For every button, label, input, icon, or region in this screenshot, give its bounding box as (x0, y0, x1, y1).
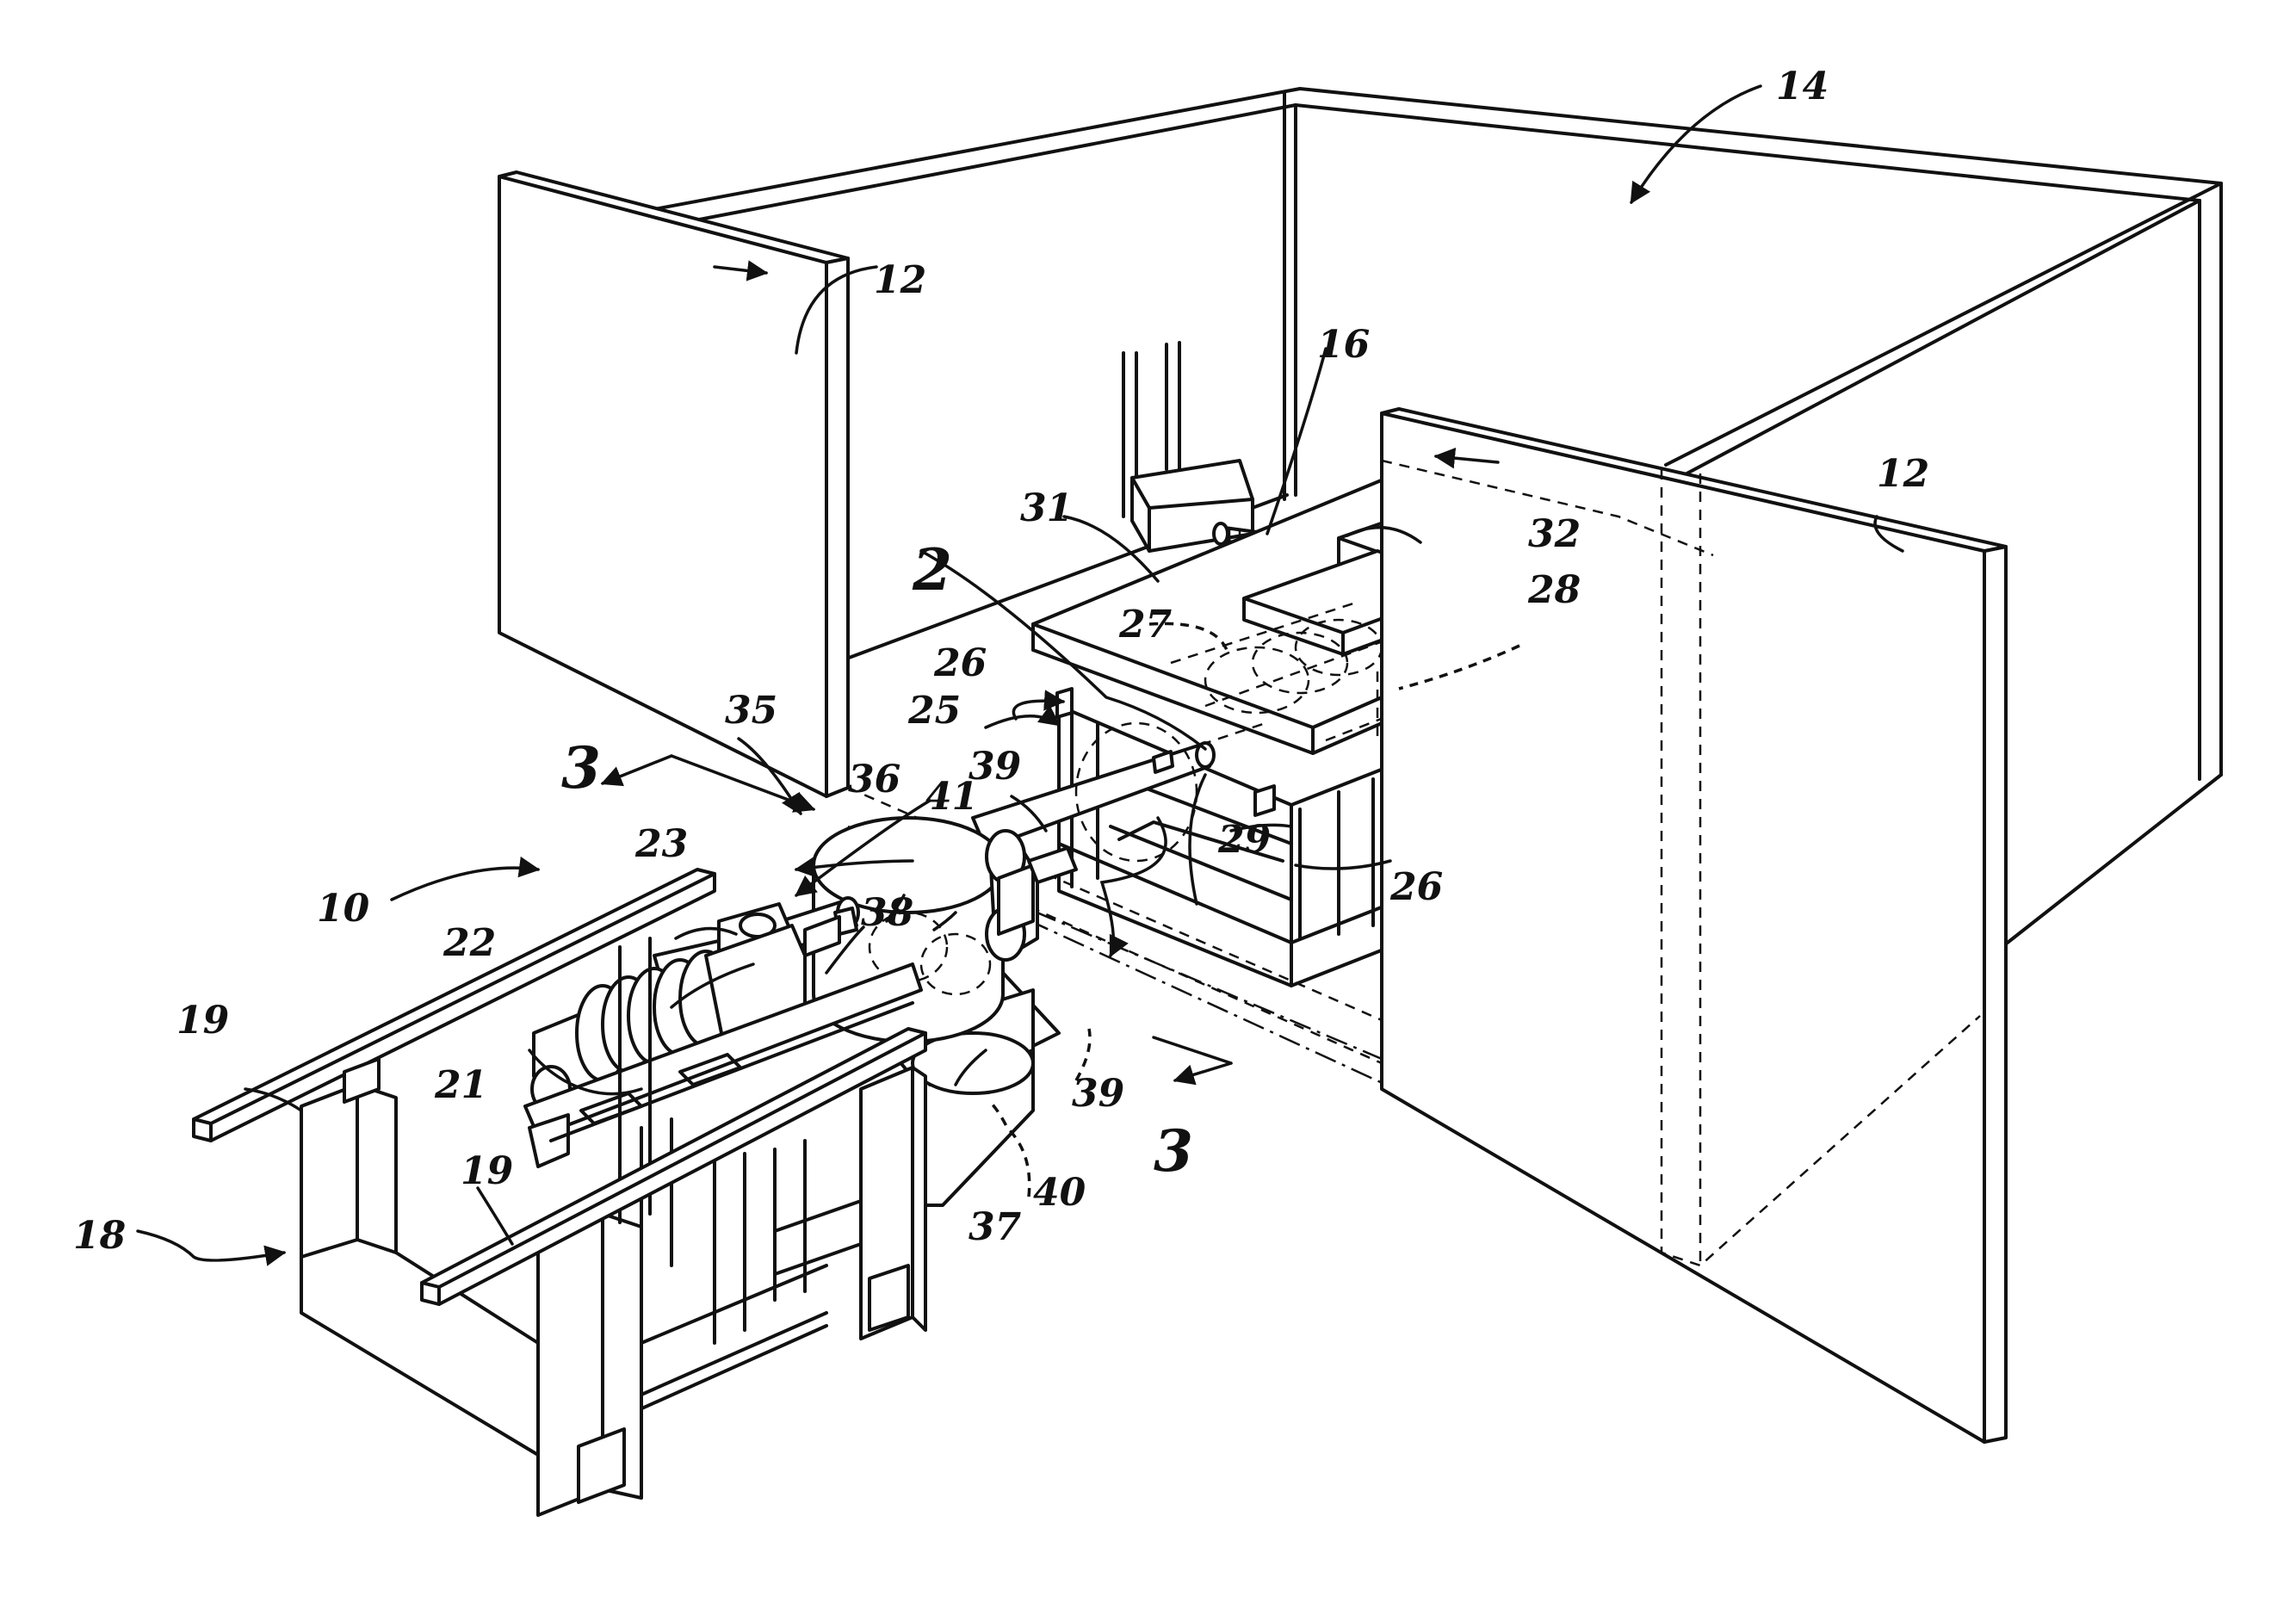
ref-19-upper: 19 (176, 999, 229, 1043)
ref-32: 32 (1528, 512, 1581, 556)
ref-28: 28 (1527, 568, 1581, 612)
ref-37: 37 (969, 1205, 1022, 1249)
ref-18: 18 (73, 1214, 126, 1258)
left-door-panel (499, 172, 848, 796)
ref-39-lower: 39 (1072, 1072, 1124, 1116)
section-3-right: 3 (1154, 1117, 1193, 1185)
right-door-panel (1382, 409, 2006, 1442)
ref-21: 21 (434, 1063, 487, 1107)
ref-31: 31 (1020, 486, 1073, 530)
ref-26-upper: 26 (933, 641, 987, 685)
ref-26-lower: 26 (1389, 865, 1443, 909)
ref-29: 29 (1217, 818, 1271, 862)
ref-25: 25 (907, 689, 961, 733)
ref-23: 23 (634, 822, 688, 866)
ref-36: 36 (848, 758, 900, 801)
section-3-left: 3 (561, 734, 601, 801)
ref-38: 38 (861, 891, 913, 935)
ref-12-right: 12 (1877, 452, 1929, 496)
ref-12-left: 12 (874, 258, 926, 302)
ref-19-lower: 19 (461, 1149, 513, 1193)
ref-40: 40 (1033, 1171, 1086, 1215)
ref-35: 35 (725, 689, 777, 733)
ref-27: 27 (1118, 603, 1173, 647)
section-2: 2 (912, 536, 952, 603)
ref-10: 10 (317, 887, 370, 931)
ref-22: 22 (442, 921, 496, 965)
ref-16: 16 (1317, 323, 1370, 367)
ref-14: 14 (1776, 65, 1829, 108)
ref-41: 41 (925, 775, 978, 819)
